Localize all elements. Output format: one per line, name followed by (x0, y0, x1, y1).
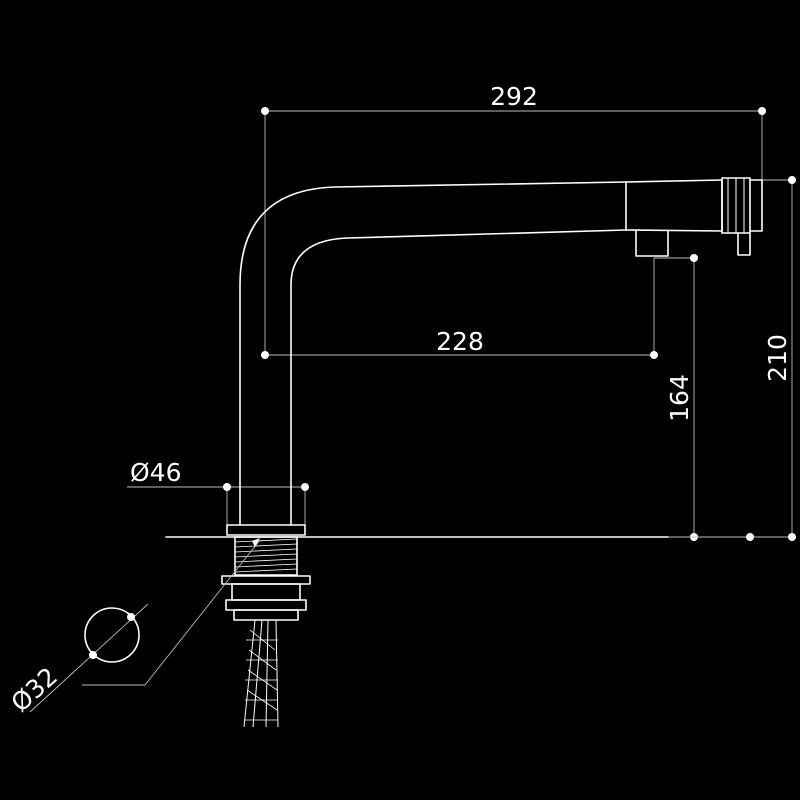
hose-outline (243, 619, 256, 728)
thread-line (234, 543, 298, 548)
lock-nut (225, 599, 307, 611)
dimension-label-228: 228 (436, 327, 484, 356)
thread-line (234, 538, 298, 543)
dimension-dot (746, 533, 754, 541)
aerator (635, 230, 669, 257)
leader-line-diagonal (144, 539, 261, 686)
outlet-head (625, 179, 723, 232)
faucet-inner-profile (290, 229, 627, 526)
threaded-shank (221, 536, 311, 621)
washer-lower (231, 583, 301, 601)
dimension-spout-reach: 228 (261, 258, 658, 359)
dimension-dot (261, 107, 269, 115)
hose-outline (252, 619, 263, 728)
dimension-overall-reach: 292 (261, 82, 766, 355)
handle-cap (749, 179, 763, 232)
shank-body (234, 536, 298, 576)
dimension-overall-height: 210 (668, 176, 796, 541)
dimension-dot (301, 483, 309, 491)
thread-line (234, 568, 298, 573)
thread-line (234, 548, 298, 553)
dimension-dot (788, 533, 796, 541)
thread-line (234, 553, 298, 558)
washer (221, 575, 311, 585)
faucet-outer-profile (239, 181, 627, 526)
hose-braid (246, 629, 278, 711)
leader-arrow (252, 538, 260, 547)
dimension-label-164: 164 (665, 374, 694, 422)
hose-braid (244, 639, 278, 721)
dimension-dot (650, 351, 658, 359)
thread-line (234, 558, 298, 563)
dimension-label-32: Ø32 (5, 662, 63, 718)
hose-outline (265, 619, 269, 728)
dimension-dot (758, 107, 766, 115)
dimension-dot (223, 483, 231, 491)
dimension-spout-height: 164 (654, 254, 698, 541)
dimension-dot (690, 254, 698, 262)
base-flange (226, 524, 306, 536)
dimension-label-210: 210 (763, 334, 792, 382)
thread-line (234, 563, 298, 568)
faucet-body (239, 177, 763, 526)
mounting-base (165, 524, 669, 538)
dimension-label-46: Ø46 (130, 458, 182, 487)
lock-nut-lower (233, 609, 299, 621)
dimension-dot (127, 613, 135, 621)
dimension-dot (89, 651, 97, 659)
dimension-dot (788, 176, 796, 184)
hole-diameter-line (29, 603, 149, 713)
dimension-label-292: 292 (490, 82, 538, 111)
hose-outline (275, 619, 279, 728)
dimension-hole-diameter: Ø32 (5, 538, 261, 718)
dimension-dot (261, 351, 269, 359)
dimension-base-diameter: Ø46 (127, 458, 309, 525)
hole-circle (84, 607, 140, 663)
supply-hoses (243, 619, 279, 728)
handle-lever (737, 232, 751, 256)
